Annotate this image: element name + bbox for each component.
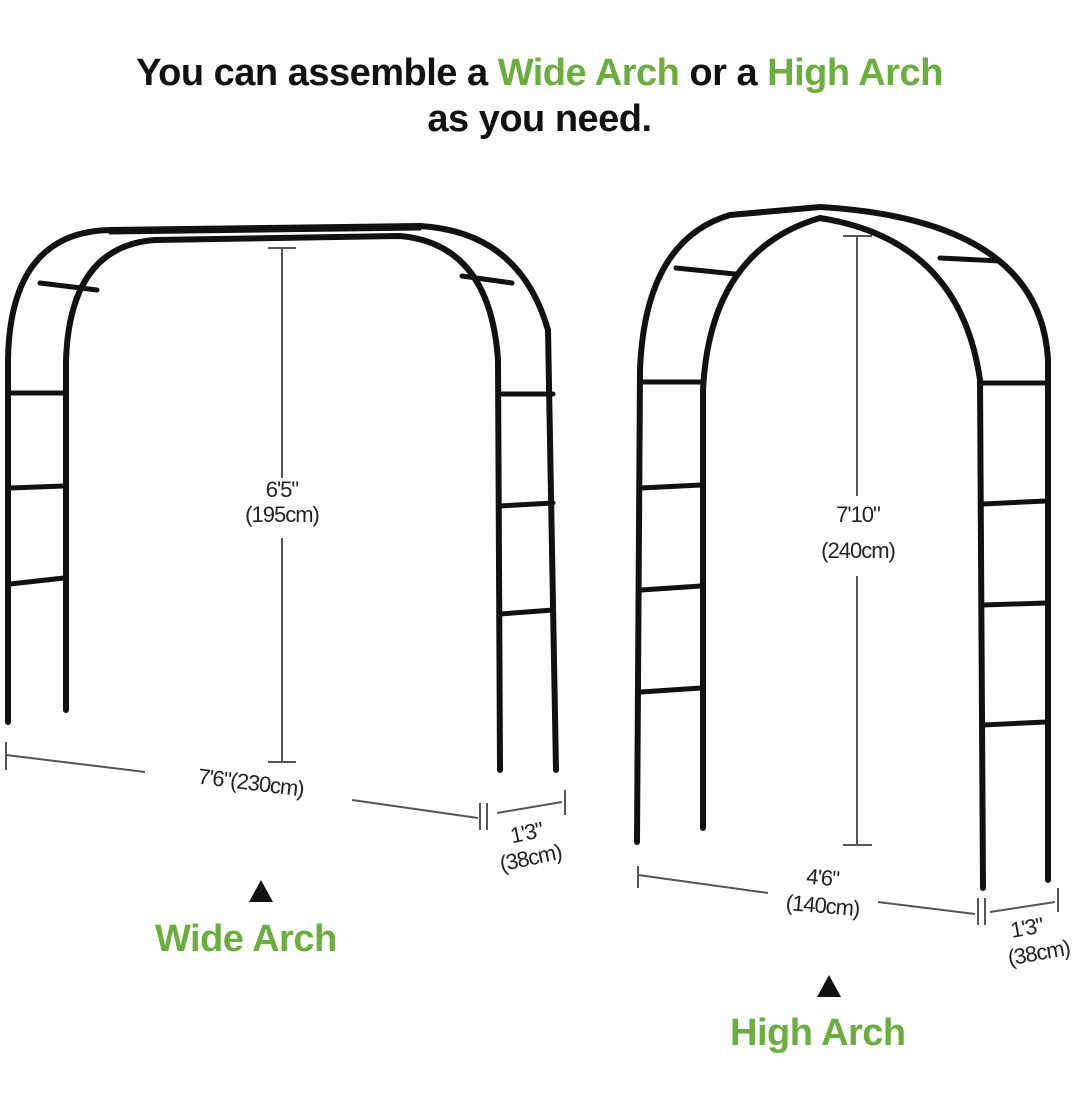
high-arch-pointer-icon xyxy=(817,975,841,997)
headline-text: You can assemble a xyxy=(136,52,498,94)
high-arch-label: High Arch xyxy=(730,1012,906,1054)
wide-arch-label: Wide Arch xyxy=(155,918,337,960)
wide-arch-frame xyxy=(5,222,559,773)
high-arch-dimension-lines xyxy=(637,235,1059,925)
wide-height-metric: (195cm) xyxy=(245,502,319,527)
high-arch-frame xyxy=(634,203,1051,891)
high-arch-dimensions-text: 7'10" (240cm) 4'6" (140cm) 1'3" (38cm) xyxy=(785,502,1072,970)
wide-width: 7'6"(230cm) xyxy=(197,764,305,802)
headline-high-arch: High Arch xyxy=(767,52,943,94)
wide-height-imperial: 6'5" xyxy=(266,477,299,502)
headline: You can assemble a Wide Arch or a High A… xyxy=(0,50,1079,142)
high-height-metric: (240cm) xyxy=(821,538,895,563)
wide-depth-metric: (38cm) xyxy=(497,839,563,876)
high-width-imperial: 4'6" xyxy=(805,864,840,892)
high-height-imperial: 7'10" xyxy=(836,502,880,527)
headline-line-2: as you need. xyxy=(427,98,652,140)
headline-text: or a xyxy=(679,52,768,94)
wide-arch-pointer-icon xyxy=(249,880,273,902)
headline-line-1: You can assemble a Wide Arch or a High A… xyxy=(0,50,1079,96)
high-width-metric: (140cm) xyxy=(785,890,861,921)
high-depth-imperial: 1'3" xyxy=(1009,912,1046,942)
wide-arch-dimensions-text: 6'5" (195cm) 7'6"(230cm) 1'3" (38cm) xyxy=(197,477,564,876)
wide-arch-dimension-lines xyxy=(5,247,566,830)
headline-wide-arch: Wide Arch xyxy=(497,52,680,94)
